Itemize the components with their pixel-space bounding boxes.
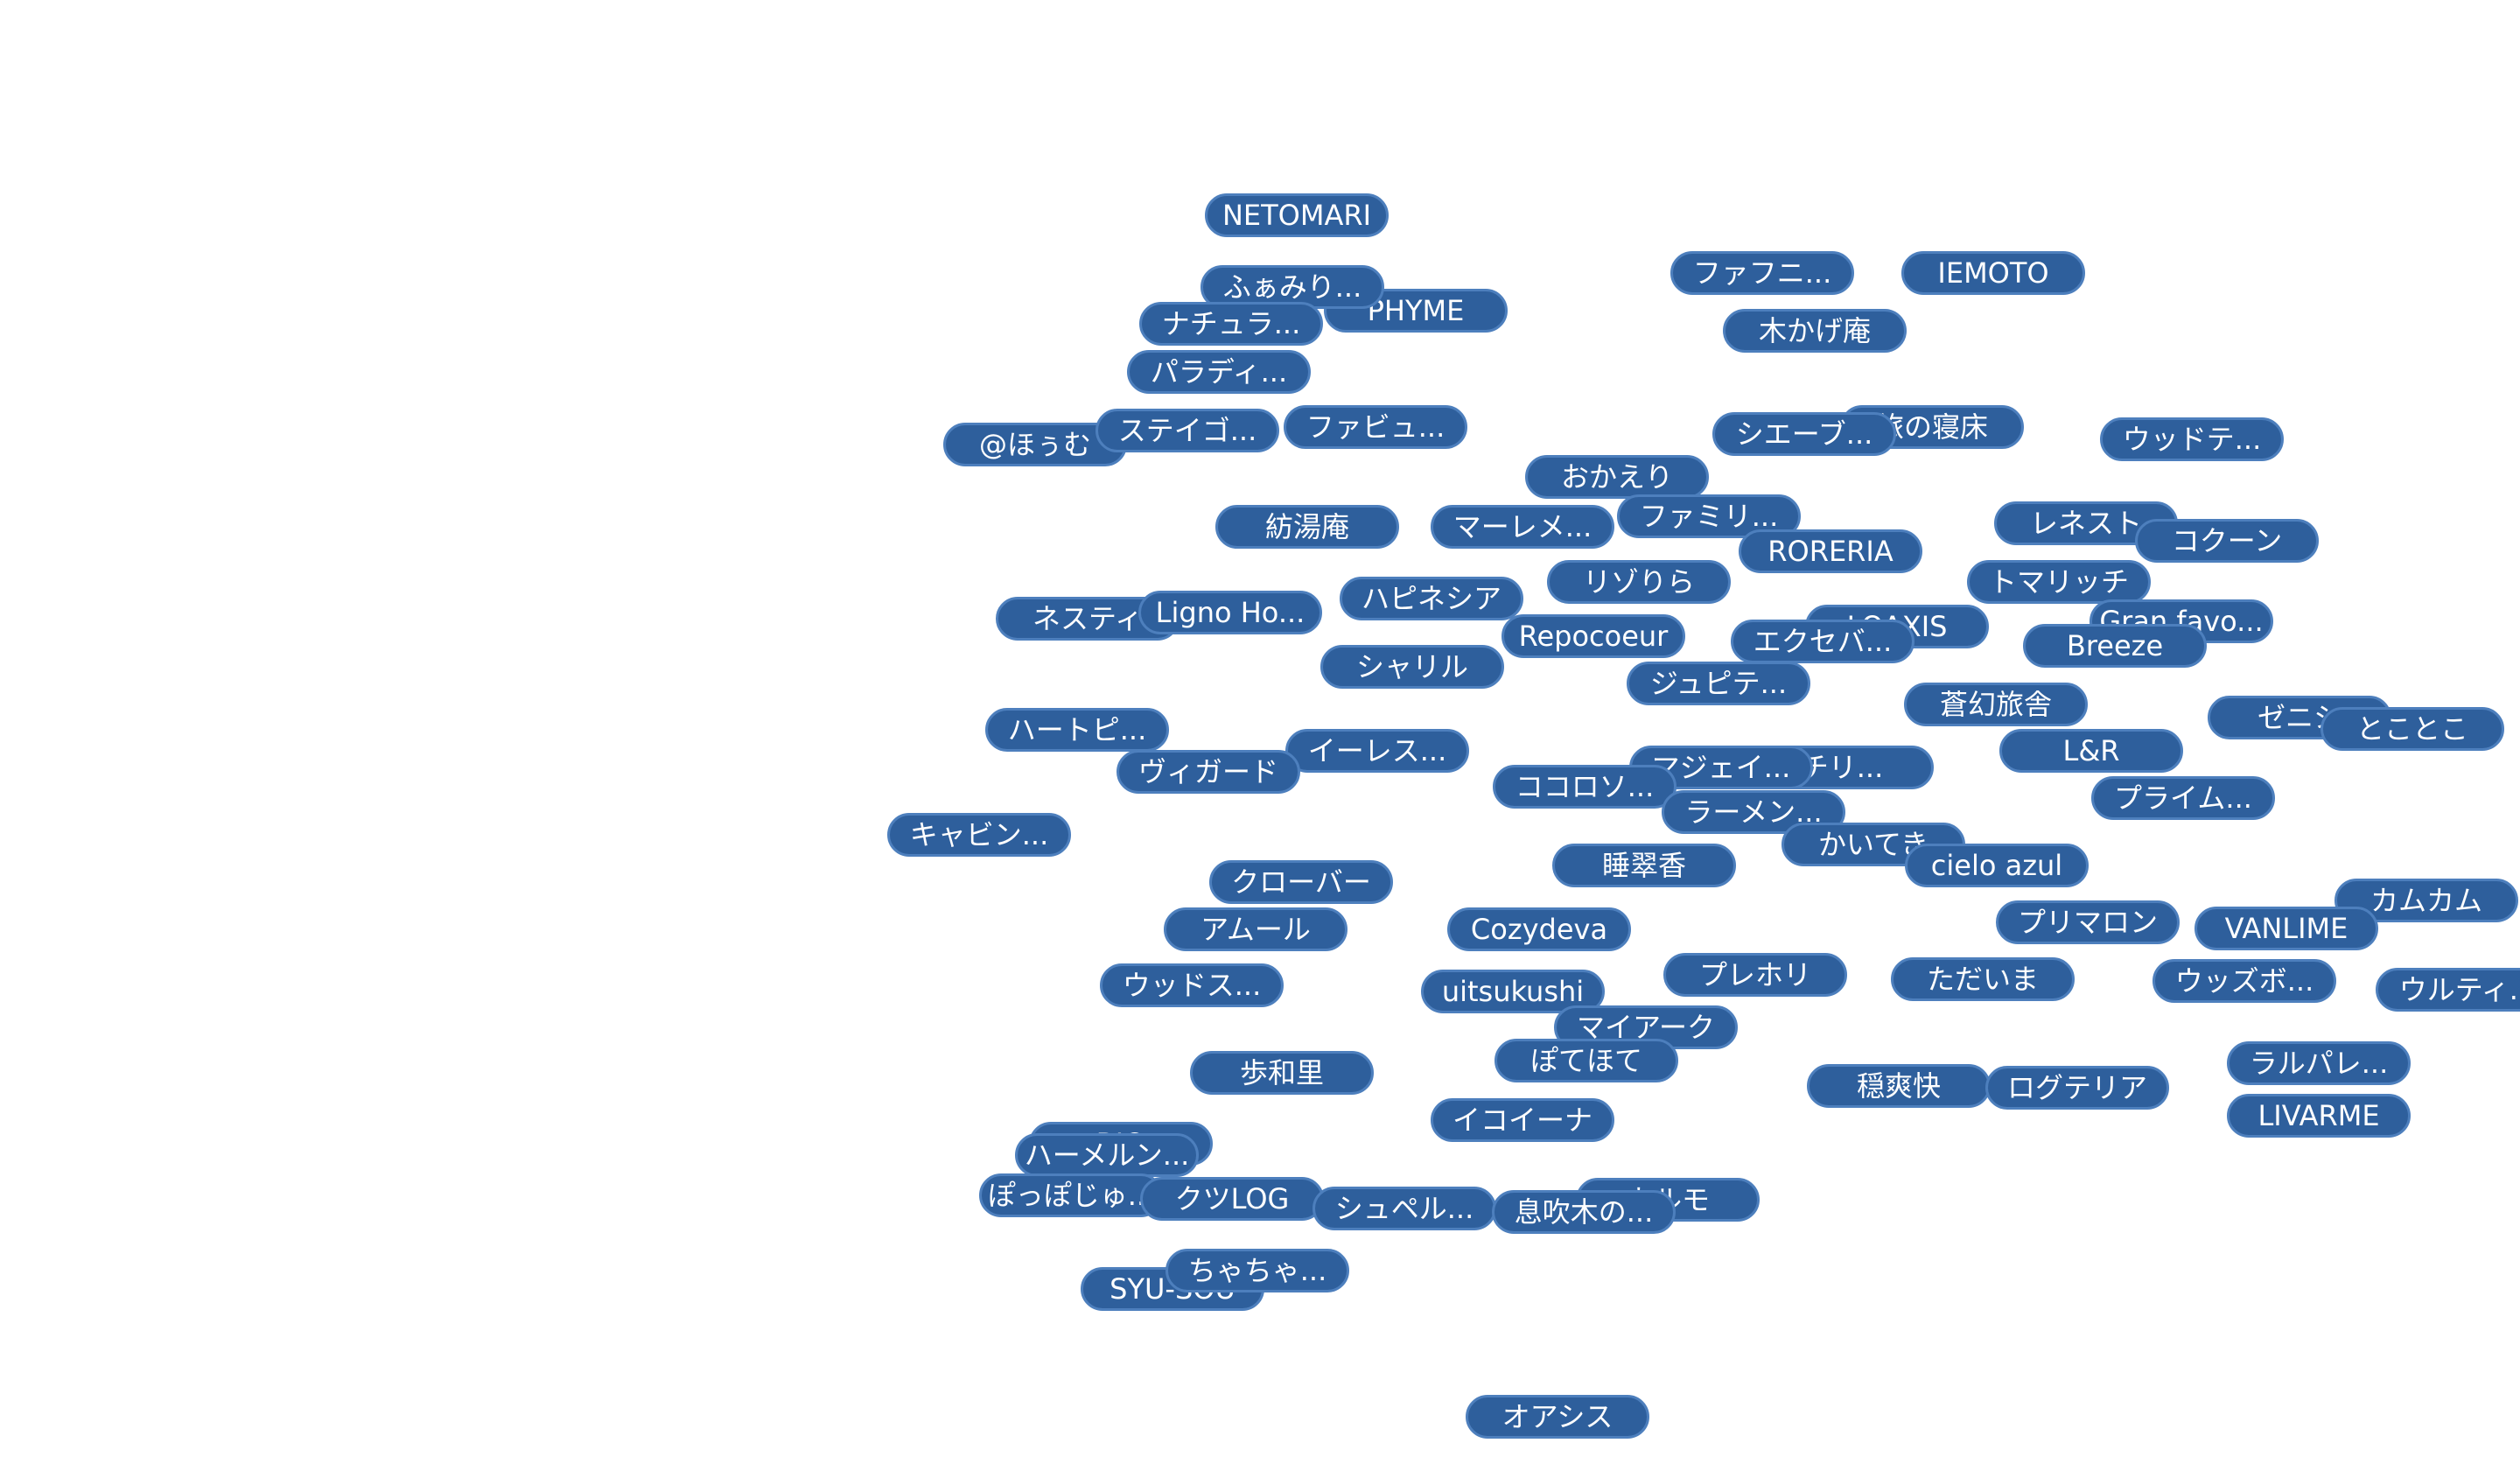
map-marker[interactable]: ウッドス... — [1100, 963, 1284, 1007]
map-marker[interactable]: ちゃちゃ... — [1166, 1249, 1349, 1292]
map-marker[interactable]: ココロソ... — [1493, 765, 1676, 809]
map-marker[interactable]: NETOMARI — [1205, 193, 1389, 237]
map-marker[interactable]: cielo azul — [1905, 844, 2089, 887]
map-marker[interactable]: ナチュラ... — [1139, 302, 1323, 346]
map-marker[interactable]: キャビン... — [887, 813, 1071, 857]
map-marker[interactable]: プライム... — [2091, 776, 2275, 820]
map-marker[interactable]: ハピネシア — [1340, 577, 1523, 620]
map-marker[interactable]: 蒼幻旅舎 — [1904, 683, 2088, 726]
map-marker[interactable]: おかえり — [1525, 455, 1709, 499]
map-marker[interactable]: クツLOG — [1140, 1177, 1324, 1221]
map-marker[interactable]: オアシス — [1466, 1395, 1649, 1439]
map-marker[interactable]: アムール — [1164, 907, 1348, 951]
map-marker[interactable]: プレホリ — [1663, 953, 1847, 997]
map-marker[interactable]: プリマロン — [1996, 900, 2180, 944]
map-marker[interactable]: Ligno Ho... — [1138, 591, 1322, 634]
map-marker[interactable]: 穏爽快 — [1807, 1064, 1991, 1108]
map-marker[interactable]: コクーン — [2135, 519, 2319, 563]
map-marker[interactable]: ファビュ... — [1284, 405, 1467, 449]
map-marker[interactable]: 息吹木の... — [1492, 1190, 1676, 1234]
map-marker[interactable]: LIVARME — [2227, 1094, 2411, 1138]
map-marker[interactable]: エクセバ... — [1731, 620, 1914, 663]
map-marker[interactable]: ハーメルン... — [1015, 1133, 1199, 1177]
map-marker[interactable]: ステイゴ... — [1096, 409, 1279, 452]
map-marker[interactable]: ファフニ... — [1670, 251, 1854, 295]
map-marker[interactable]: ログテリア — [1985, 1066, 2169, 1110]
map-marker[interactable]: IEMOTO — [1901, 251, 2085, 295]
map-marker[interactable]: ラルパレ... — [2227, 1041, 2411, 1085]
map-marker[interactable]: ウルティ... — [2376, 968, 2520, 1012]
map-marker[interactable]: ぽっぽじゅ... — [979, 1173, 1163, 1217]
map-marker[interactable]: シエーブ... — [1712, 412, 1896, 456]
map-marker[interactable]: ウッズボ... — [2152, 959, 2336, 1003]
map-marker[interactable]: PHYME — [1324, 289, 1508, 333]
map-marker[interactable]: @ほぅむ — [943, 423, 1127, 466]
map-marker[interactable]: 睡翠香 — [1552, 844, 1736, 887]
map-marker[interactable]: 歩和里 — [1190, 1051, 1374, 1095]
map-marker[interactable]: ぽてほて — [1494, 1039, 1678, 1082]
map-marker[interactable]: イコイーナ — [1431, 1098, 1614, 1142]
map-marker[interactable]: Breeze — [2023, 624, 2207, 668]
map-marker[interactable]: 木かげ庵 — [1723, 309, 1907, 353]
map-marker[interactable]: とことこ — [2320, 707, 2504, 751]
map-marker[interactable]: ハートピ... — [985, 708, 1169, 752]
map-marker[interactable]: L&R — [1999, 729, 2183, 773]
map-marker[interactable]: イーレス... — [1285, 729, 1469, 773]
map-marker[interactable]: シャリル — [1320, 645, 1504, 689]
map-marker[interactable]: 紡湯庵 — [1215, 505, 1399, 549]
map-marker[interactable]: リゾりら — [1547, 560, 1731, 604]
map-marker[interactable]: マーレメ... — [1431, 505, 1614, 549]
map-marker[interactable]: トマリッチ — [1967, 560, 2151, 604]
map-marker[interactable]: Cozydeva — [1447, 907, 1631, 951]
map-marker[interactable]: ヴィガード — [1116, 750, 1300, 794]
map-marker[interactable]: ウッドテ... — [2100, 417, 2284, 461]
map-marker[interactable]: VANLIME — [2194, 907, 2378, 950]
map-marker[interactable]: Repocoeur — [1502, 614, 1685, 658]
map-marker[interactable]: RORERIA — [1739, 529, 1922, 573]
map-marker[interactable]: ただいま — [1891, 957, 2075, 1001]
map-marker[interactable]: パラディ... — [1127, 350, 1311, 394]
map-marker[interactable]: ジュピテ... — [1627, 662, 1810, 705]
map-marker[interactable]: シュペル... — [1312, 1187, 1496, 1230]
map-marker[interactable]: クローバー — [1209, 860, 1393, 904]
